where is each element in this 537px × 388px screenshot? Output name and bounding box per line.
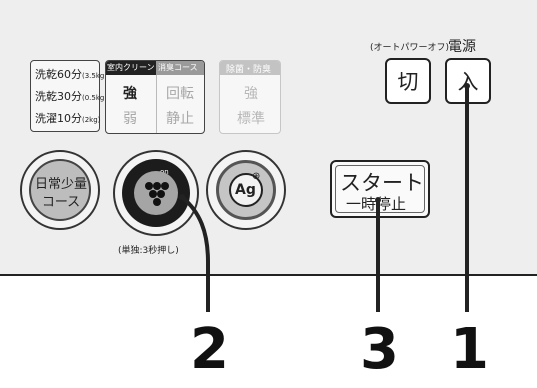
course-wash10: 洗濯10分(2kg) bbox=[35, 112, 101, 125]
grape-button-dark-ring: on bbox=[122, 159, 190, 227]
grape-hold-note: (単独:3秒押し) bbox=[118, 246, 179, 256]
sanitize-strong: 強 bbox=[244, 86, 258, 102]
course-dry30: 洗乾30分(0.5kg) bbox=[35, 90, 108, 103]
ag-button-ring: Ag ⊕ bbox=[216, 160, 276, 220]
daily-course-button[interactable]: 日常少量 コース bbox=[20, 150, 100, 230]
pause-label: 一時停止 bbox=[346, 195, 407, 213]
drum-clean-divider bbox=[156, 75, 157, 133]
sanitize-header: 除菌・防臭 bbox=[226, 65, 272, 75]
ag-label: Ag bbox=[235, 182, 256, 198]
grape-icon bbox=[145, 182, 169, 206]
daily-course-line2: コース bbox=[41, 195, 81, 210]
grape-button[interactable]: on bbox=[113, 150, 199, 236]
power-label: 電源 bbox=[448, 39, 476, 55]
daily-course-inner: 日常少量 コース bbox=[29, 159, 91, 221]
start-pause-button[interactable]: スタート 一時停止 bbox=[330, 160, 430, 218]
ag-plus-icon: ⊕ bbox=[252, 171, 261, 182]
control-panel: (オートパワーオフ) 電源 切 入 洗乾60分(3.5kg) 洗乾30分(0.5… bbox=[0, 0, 537, 276]
deodor-header-bg bbox=[156, 61, 204, 75]
daily-course-line1: 日常少量 bbox=[34, 177, 87, 192]
deodor-rotate: 回転 bbox=[166, 86, 194, 102]
room-strong: 強 bbox=[123, 86, 137, 102]
room-clean-header-bg bbox=[106, 61, 156, 75]
sanitize-box[interactable]: 除菌・防臭 強 標準 bbox=[219, 60, 281, 134]
room-weak: 弱 bbox=[123, 111, 137, 127]
start-pause-inner-frame: スタート 一時停止 bbox=[335, 165, 425, 213]
power-on-label: 入 bbox=[457, 70, 479, 94]
callout-number-2: 2 bbox=[190, 317, 229, 382]
sanitize-standard: 標準 bbox=[237, 111, 265, 127]
power-off-label: 切 bbox=[397, 70, 419, 94]
ag-button-face: Ag ⊕ bbox=[229, 171, 263, 207]
course-time-box[interactable]: 洗乾60分(3.5kg) 洗乾30分(0.5kg) 洗濯10分(2kg) bbox=[30, 60, 107, 132]
power-on-button[interactable]: 入 bbox=[445, 58, 491, 104]
callout-number-3: 3 bbox=[360, 317, 399, 382]
ag-button[interactable]: Ag ⊕ bbox=[206, 150, 286, 230]
callout-number-1: 1 bbox=[450, 317, 489, 382]
deodor-header: 消臭コース bbox=[158, 63, 198, 72]
grape-button-face bbox=[134, 171, 178, 215]
power-off-button[interactable]: 切 bbox=[385, 58, 431, 104]
deodor-still: 静止 bbox=[166, 111, 194, 127]
start-label: スタート bbox=[340, 171, 424, 195]
room-clean-header: 室内クリーン bbox=[107, 63, 155, 72]
course-dry60: 洗乾60分(3.5kg) bbox=[35, 68, 108, 81]
sanitize-header-bg bbox=[220, 61, 280, 75]
auto-power-off-label: (オートパワーオフ) bbox=[370, 43, 450, 53]
drum-clean-box[interactable]: 室内クリーン 消臭コース 強 弱 回転 静止 bbox=[105, 60, 205, 134]
